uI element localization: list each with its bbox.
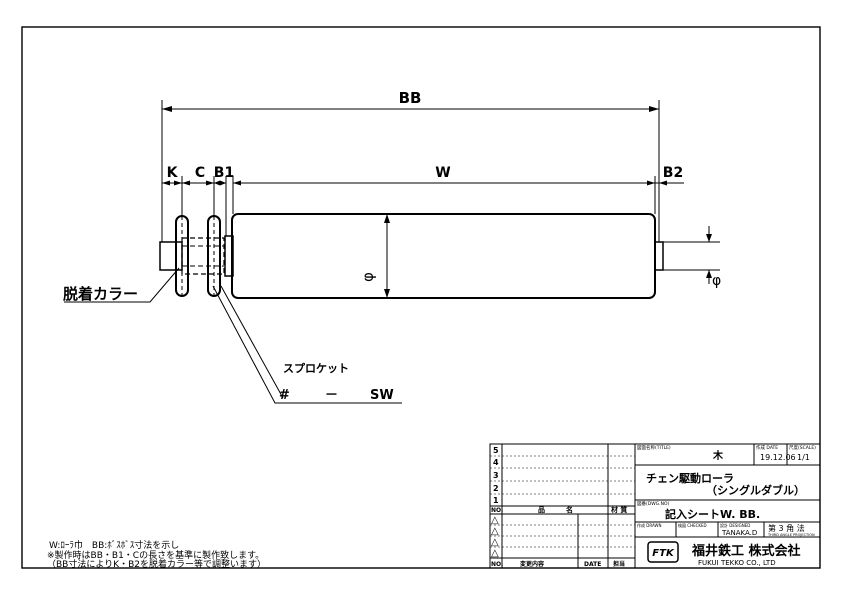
title-scale: 1/1 [797,453,810,462]
roller-body [231,213,656,299]
drawn-label: 作成 DRAWN [637,522,661,528]
parts-header-mei: 名 [566,505,573,514]
sheet-number-label: 図番(DWG.NO) [637,500,669,507]
title-block [634,443,821,569]
company-logo: FTK [652,548,675,559]
sprocket-2 [207,215,221,297]
rev-row-5: 5 [493,446,499,455]
sprocket-callout-title: スプロケット [283,361,349,375]
sprocket-hash: # [279,388,290,403]
footer-header-date: DATE [584,561,601,568]
sprocket-sw: SW [370,388,394,403]
note-line-2: ※製作時はBB・B1・Cの長さを基準に製作致します。 [47,549,264,561]
company-name-jp: 福井鉄工 株式会社 [691,543,801,559]
company-name-en: FUKUI TEKKO CO., LTD [698,559,776,567]
hub-hidden-line [181,237,225,275]
left-end-cap [224,235,234,277]
parts-header-no: NO. [491,507,503,514]
company-logo-frame [647,541,679,563]
sheet-title: 記入シートW. BB. [665,507,760,521]
dim-w-label: W [435,165,450,181]
collar-callout: 脱着カラー [63,285,138,303]
dim-c-label: C [195,165,205,181]
title-name-label: 図面名称(TITLE) [637,444,671,451]
footer-header-change: 変更内容 [519,560,544,568]
projection-angle-sub: THIRD ANGLE PROJECTION [767,533,815,537]
designer-label: 設計 DESIGNED [720,522,750,528]
dim-b1-label: B1 [214,165,234,181]
footer-header-no: NO. [491,561,503,568]
rev-row-4: 4 [493,458,499,467]
note-line-3: （BB寸法によりK・B2を脱着カラー等で調整います） [47,558,266,570]
title-date-label: 作成 DATE [756,444,778,451]
sheet-border [21,26,821,569]
checked-label: 検図 CHECKED [678,522,707,528]
rev-mark-1: △ [491,515,499,526]
rev-row-3: 3 [493,471,499,480]
shaft-diameter-symbol: φ [712,273,721,289]
right-shaft [654,241,664,271]
note-line-1: W:ﾛｰﾗ巾 BB:ﾎﾞｽﾎﾞｽ寸法を示し [49,539,179,551]
projection-angle: 第 3 角 法 [768,523,805,533]
title-scale-label: 尺度(SCALE) [789,444,816,451]
body-diameter-symbol: φ [359,272,377,282]
sprocket-leader [212,285,402,404]
rev-mark-3: △ [491,537,499,548]
parts-header-material: 材 質 [610,505,627,514]
collar-leader [64,267,180,303]
title-material: 木 [712,449,724,462]
drawing-title-line2: （シングルダブル） [706,483,805,497]
rev-mark-2: △ [491,526,499,537]
footer-header-person: 担当 [613,560,625,568]
rev-row-1: 1 [493,496,499,505]
parts-header-hin: 品 [538,505,545,514]
drawing-title-line1: チェン駆動ローラ [646,471,734,485]
rev-row-2: 2 [493,484,499,493]
title-date: 19.12.06 [760,453,796,462]
sprocket-dash: － [325,388,338,403]
designer-name: TANAKA.D [721,529,757,537]
left-shaft [159,241,183,271]
rev-mark-4: △ [491,548,499,559]
dim-b2-label: B2 [663,165,683,181]
dim-k-label: K [167,165,179,181]
dim-bb-label: BB [399,89,422,107]
